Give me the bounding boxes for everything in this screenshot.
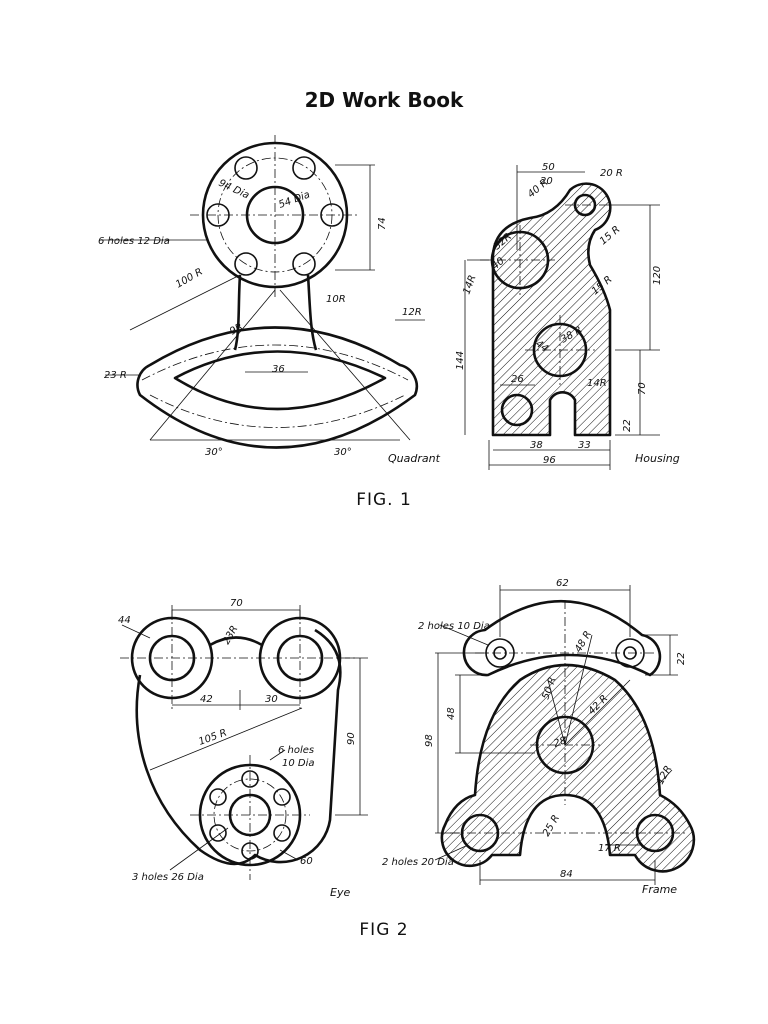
dim-70: 70 (637, 382, 648, 395)
dim-26: 26 (511, 374, 524, 385)
dim-74: 74 (377, 217, 388, 230)
dim-38: 38 (530, 440, 543, 451)
housing-title: Housing (635, 452, 680, 465)
label-2-holes-10-dia: 2 holes 10 Dia (418, 621, 490, 632)
dim-10r: 10R (326, 294, 346, 305)
dim-23r: 23R (221, 624, 240, 647)
label-6-holes: 6 holes (278, 745, 314, 756)
dim-17-r: 17 R (598, 843, 621, 854)
dim-9r: 9R (228, 321, 245, 337)
label-10-dia: 10 Dia (282, 758, 315, 769)
dim-14r-left: 14R (461, 274, 478, 296)
arm-right-edge (306, 274, 318, 351)
quadrant-drawing: 94 Dia 54 Dia 74 6 holes 12 Dia 100 R 10… (98, 135, 441, 465)
fig1-caption: FIG. 1 (356, 490, 412, 510)
dim-70: 70 (230, 598, 243, 609)
frame-title: Frame (642, 883, 677, 896)
arm-left-edge (233, 274, 242, 351)
dim-62: 62 (556, 578, 569, 589)
dim-96: 96 (543, 455, 556, 466)
upper-arch (462, 599, 662, 677)
dim-98: 98 (424, 734, 435, 747)
page-title: 2D Work Book (304, 88, 464, 112)
dim-90: 90 (346, 732, 357, 745)
dim-12r: 12R (402, 307, 422, 318)
dim-22: 22 (622, 419, 633, 432)
dim-60: 60 (300, 856, 313, 867)
dim-94-dia: 94 Dia (217, 178, 251, 202)
arc-slot (173, 350, 387, 411)
lower-hole (500, 393, 534, 427)
eye-drawing: 70 44 23R 42 30 105 R 90 6 holes 10 Dia … (118, 598, 368, 899)
top-blend (209, 636, 263, 647)
dim-100-r: 100 R (174, 266, 205, 290)
dim-33: 33 (578, 440, 591, 451)
dim-25-r: 25 R (541, 813, 562, 838)
dim-36: 36 (272, 364, 285, 375)
dim-42: 42 (200, 694, 213, 705)
dim-30-deg-right: 30° (334, 447, 352, 458)
quadrant-title: Quadrant (388, 452, 441, 465)
dim-20-r: 20 R (600, 168, 623, 179)
dim-23-r: 23 R (104, 370, 127, 381)
housing-drawing: 50 20 20 R 40 R 15 R 32R 40 14R 120 15 R… (455, 162, 680, 470)
dim-44: 44 (118, 615, 131, 626)
label-2-holes-20-dia: 2 holes 20 Dia (382, 857, 454, 868)
dim-54-dia: 54 Dia (277, 189, 311, 210)
dim-48-r: 48 R (573, 629, 594, 654)
fig2-caption: FIG 2 (359, 920, 409, 940)
frame-body (440, 663, 696, 873)
dim-144: 144 (455, 351, 466, 370)
label-3-holes: 3 holes 26 Dia (132, 872, 204, 883)
dim-28: 28 (552, 735, 568, 750)
dim-30-deg-left: 30° (205, 447, 223, 458)
dim-50: 50 (542, 162, 555, 173)
eye-title: Eye (330, 886, 350, 899)
dim-22: 22 (676, 652, 687, 665)
eye-outline (135, 628, 342, 866)
dim-84: 84 (560, 869, 573, 880)
dim-30: 30 (265, 694, 278, 705)
frame-drawing: 62 2 holes 10 Dia 48 R 22 50 R 42 R 98 4… (382, 578, 696, 896)
label-6-holes: 6 holes 12 Dia (98, 236, 170, 247)
dim-20: 20 (540, 176, 553, 187)
arc-body (136, 326, 419, 449)
dim-120: 120 (652, 266, 663, 285)
dim-14r-bottom: 14R (587, 378, 607, 389)
housing-body (491, 182, 612, 437)
dim-48: 48 (446, 707, 457, 720)
